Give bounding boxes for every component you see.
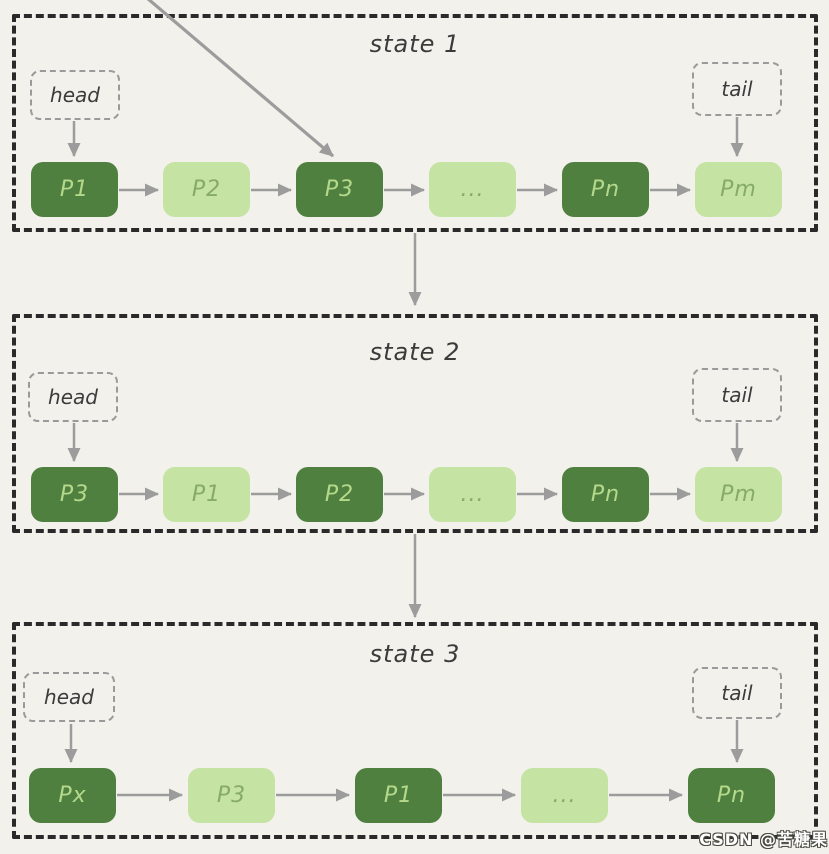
head-label: head [50, 83, 100, 107]
node-state3-px: Px [29, 768, 116, 823]
node-state1-p1: P1 [31, 162, 118, 217]
node-state1-p2: P2 [163, 162, 250, 217]
node-label: P1 [191, 482, 222, 507]
node-state2-p3: P3 [31, 467, 118, 522]
node-label: Pn [590, 177, 621, 202]
tail-label: tail [721, 77, 753, 101]
node-state3-ellipsis: ... [521, 768, 608, 823]
node-label: ... [552, 783, 577, 808]
node-label: P1 [383, 783, 414, 808]
node-label: Px [58, 783, 87, 808]
state-2-title: state 2 [369, 338, 461, 366]
watermark: CSDN @苦糖果 [699, 830, 828, 849]
node-state2-ellipsis: ... [429, 467, 516, 522]
node-state1-pm: Pm [695, 162, 782, 217]
tail-pointer-state-1: tail [692, 62, 782, 116]
head-label: head [48, 385, 98, 409]
state-3-border [12, 622, 818, 839]
head-label: head [44, 685, 94, 709]
state-1-title: state 1 [369, 30, 461, 58]
node-state1-p3: P3 [296, 162, 383, 217]
node-label: P3 [216, 783, 247, 808]
node-label: Pn [716, 783, 747, 808]
head-pointer-state-1: head [30, 70, 120, 120]
node-label: P3 [59, 482, 90, 507]
node-state3-pn: Pn [688, 768, 775, 823]
tail-pointer-state-2: tail [692, 368, 782, 422]
node-state2-p1: P1 [163, 467, 250, 522]
node-state2-pn: Pn [562, 467, 649, 522]
node-state3-p3: P3 [188, 768, 275, 823]
node-state2-p2: P2 [296, 467, 383, 522]
head-pointer-state-3: head [23, 672, 115, 722]
tail-label: tail [721, 681, 753, 705]
node-label: P1 [59, 177, 90, 202]
state-1-border [12, 14, 818, 232]
node-label: Pm [720, 177, 757, 202]
head-pointer-state-2: head [28, 372, 118, 422]
node-label: P2 [324, 482, 355, 507]
state-2-border [12, 314, 818, 533]
node-state3-p1: P1 [355, 768, 442, 823]
node-label: ... [460, 177, 485, 202]
node-label: P3 [324, 177, 355, 202]
node-state1-ellipsis: ... [429, 162, 516, 217]
node-label: P2 [191, 177, 222, 202]
node-label: Pm [720, 482, 757, 507]
state-3-title: state 3 [369, 640, 461, 668]
tail-pointer-state-3: tail [692, 667, 782, 719]
tail-label: tail [721, 383, 753, 407]
node-label: ... [460, 482, 485, 507]
node-state2-pm: Pm [695, 467, 782, 522]
node-label: Pn [590, 482, 621, 507]
node-state1-pn: Pn [562, 162, 649, 217]
